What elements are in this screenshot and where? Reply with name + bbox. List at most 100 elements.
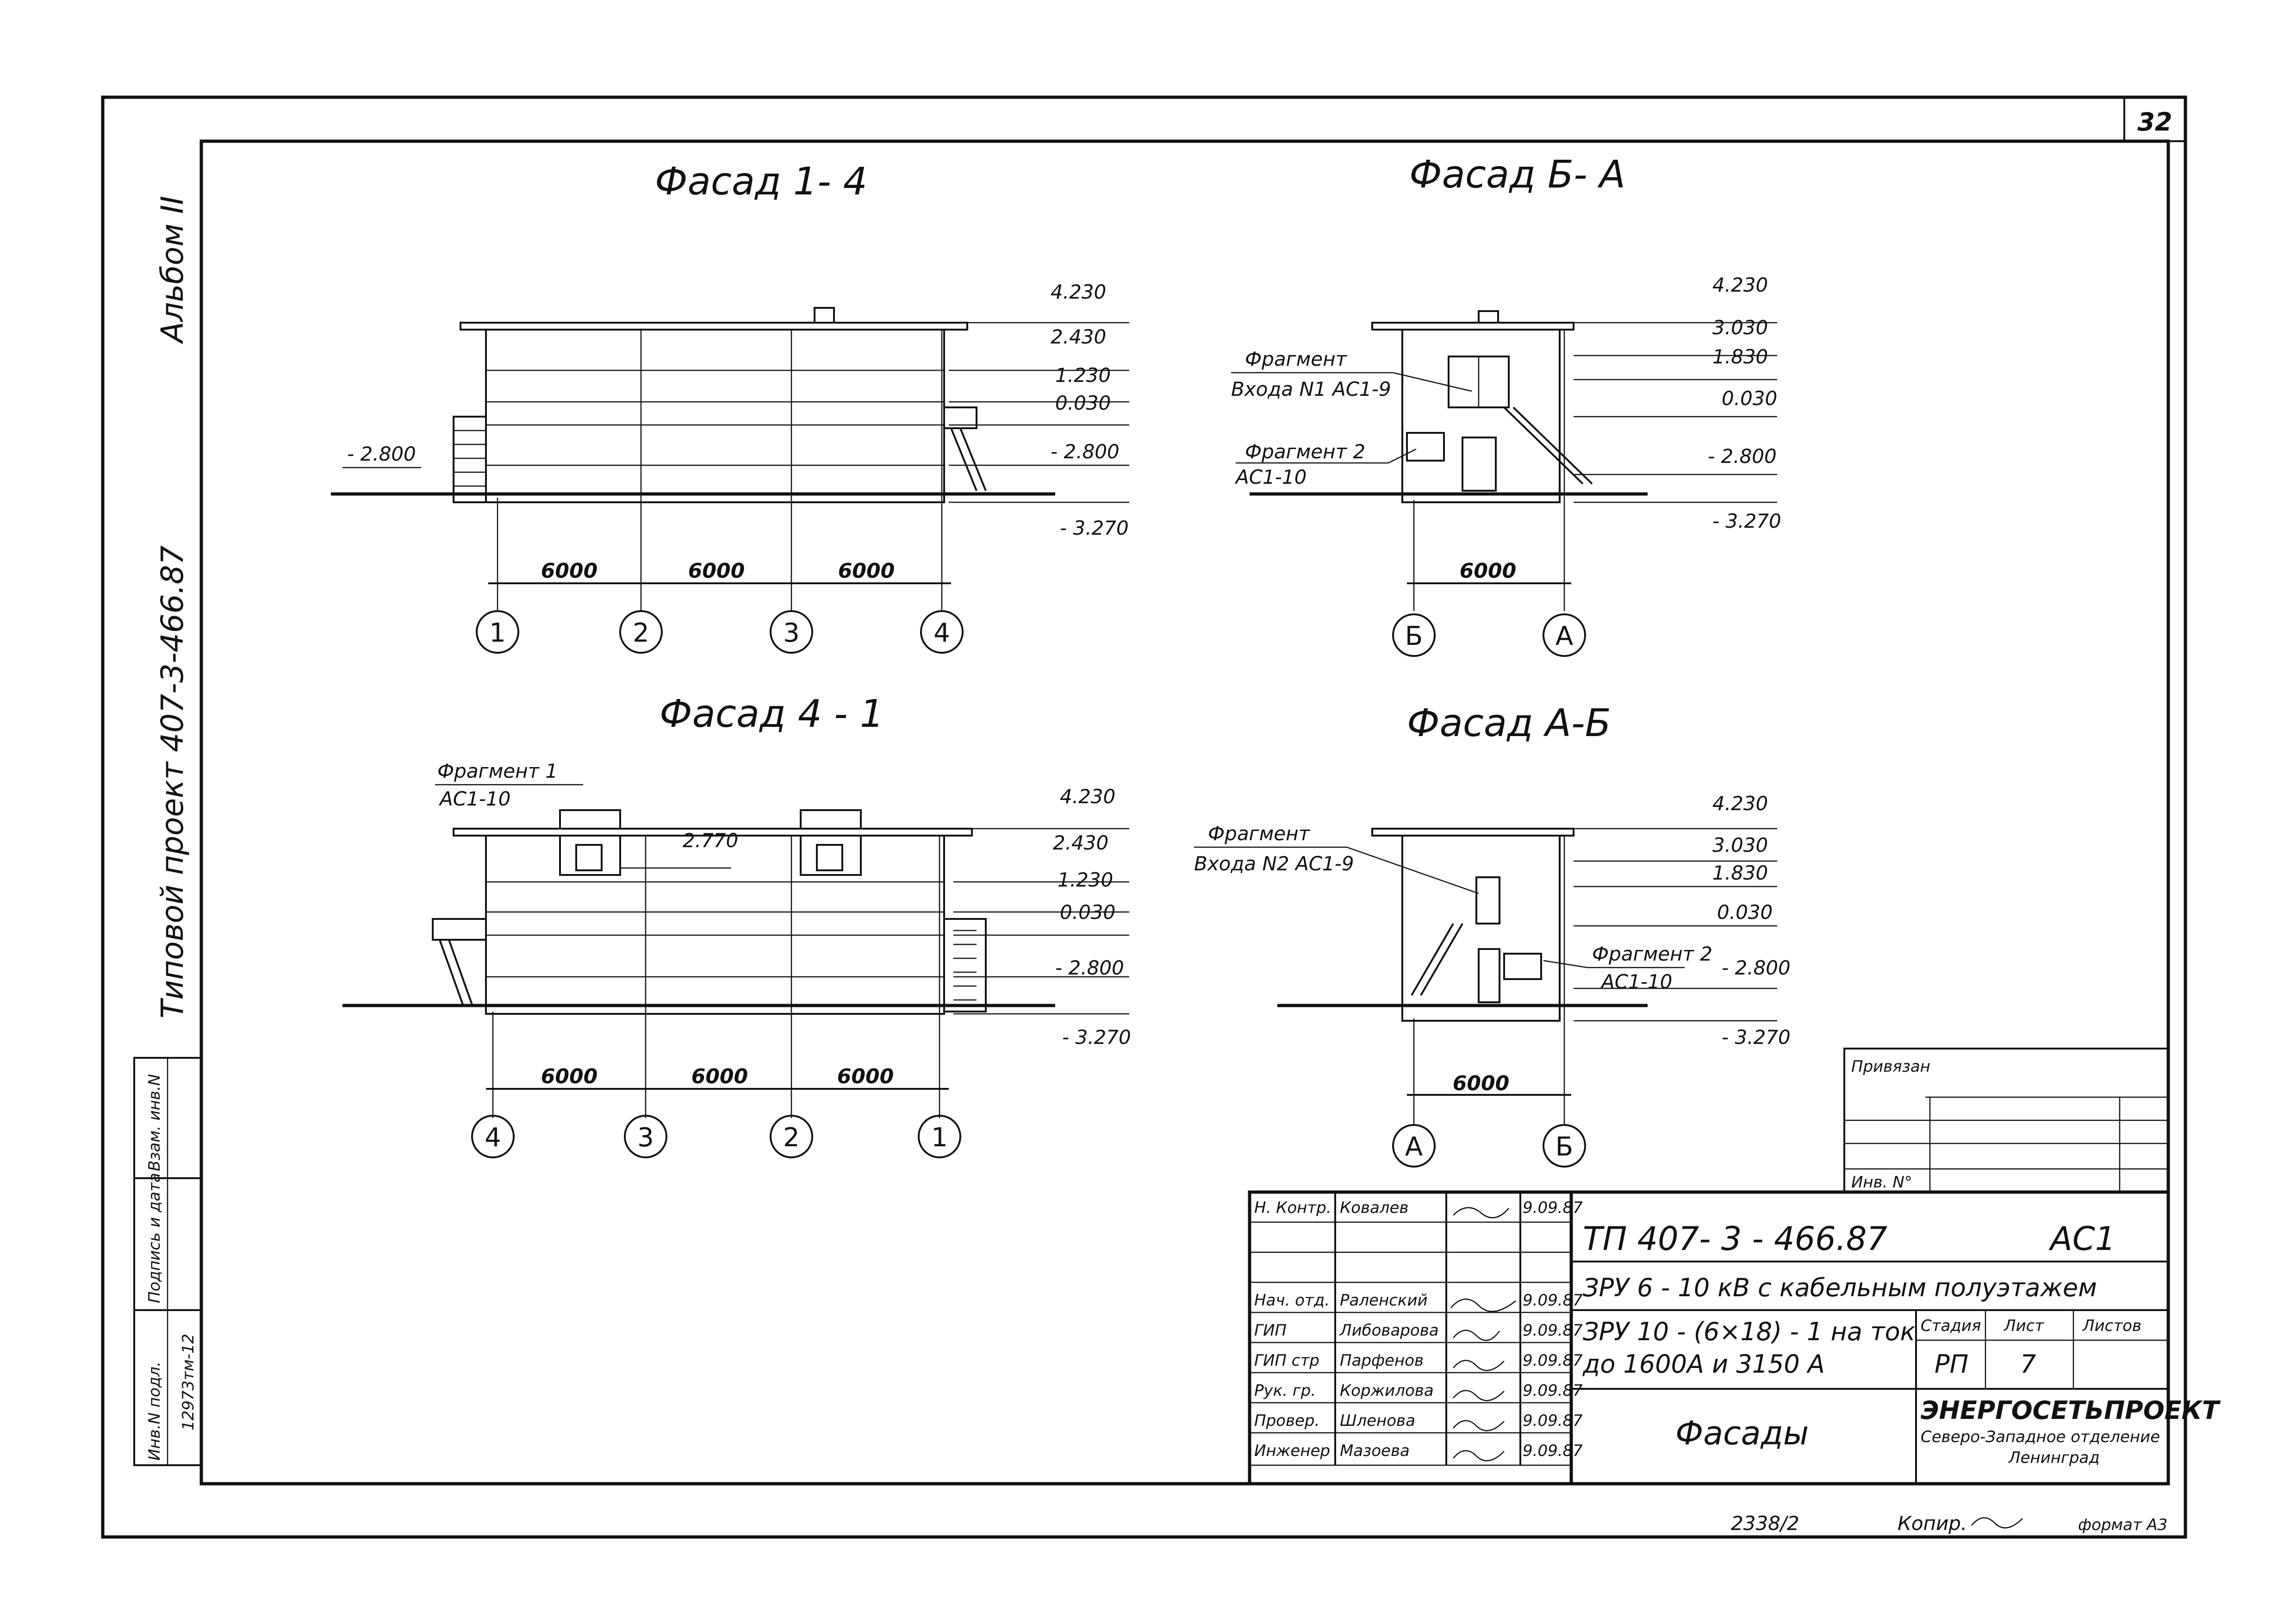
- level-3: 0.030: [1722, 387, 1777, 410]
- level-5: - 3.270: [1712, 510, 1781, 532]
- staff-name: Либоварова: [1339, 1321, 1439, 1340]
- axis-3: 4: [933, 618, 950, 648]
- dim-2: 6000: [838, 559, 895, 583]
- level-1: 2.430: [1053, 831, 1108, 854]
- signature: [1453, 1390, 1505, 1401]
- level-2: 1.830: [1712, 345, 1768, 368]
- level-1: 3.030: [1712, 316, 1768, 339]
- album-label: Альбом II: [155, 196, 190, 344]
- doc-code: ТП 407- 3 - 466.87: [1583, 1220, 1887, 1258]
- signature: [1453, 1207, 1509, 1218]
- fragment-1-line2: АС1-10: [1600, 970, 1672, 993]
- inv-label-2: Взам. инв.N: [145, 1074, 164, 1171]
- level-1: 3.030: [1712, 834, 1768, 856]
- axis-2: 2: [783, 1123, 800, 1153]
- fragment-0-line2: Входа N1 АС1-9: [1231, 378, 1391, 400]
- staff-role: Н. Контр.: [1254, 1199, 1332, 1217]
- level-2: 1.830: [1712, 862, 1768, 884]
- fragment-0-line2: АС1-10: [438, 787, 510, 810]
- axis-1: Б: [1556, 1132, 1573, 1162]
- axis-3: 1: [931, 1123, 948, 1153]
- left-strip: Альбом II Типовой проект 407-3-466.87 Ин…: [133, 196, 202, 1466]
- staff-name: Раленский: [1340, 1291, 1428, 1310]
- stage-value: РП: [1935, 1349, 1968, 1379]
- level-2: 1.230: [1055, 364, 1111, 387]
- staff-role: Провер.: [1254, 1412, 1319, 1430]
- level-5: - 3.270: [1722, 1026, 1791, 1049]
- staff-date: 9.09.87: [1523, 1291, 1583, 1310]
- facade-1-4: Фасад 1- 4 6000 6000 6000 1 2 3: [331, 160, 1129, 654]
- staff-name: Шленова: [1340, 1412, 1415, 1430]
- view-title: Фасад 1- 4: [655, 160, 867, 204]
- staff-row-3: Нач. отд. Раленский 9.09.87: [1254, 1291, 1583, 1312]
- signature: [1453, 1420, 1505, 1431]
- inv-label-0: Инв.N подл.: [145, 1362, 164, 1461]
- level-1: 2.430: [1051, 325, 1106, 348]
- staff-role: Рук. гр.: [1254, 1381, 1316, 1400]
- axis-0: Б: [1405, 621, 1423, 651]
- level-0: 4.230: [1712, 792, 1768, 815]
- level-0: 4.230: [1060, 785, 1115, 808]
- view-title: Фасад А-Б: [1407, 701, 1611, 745]
- title-block: Н. Контр. Ковалев 9.09.87 Нач. отд. Рале…: [1248, 1190, 2221, 1486]
- level-4: - 2.800: [1722, 956, 1791, 979]
- footer: 2338/2 Копир. формат А3: [1731, 1512, 2167, 1535]
- level-2: 1.230: [1058, 868, 1113, 891]
- fragment-1-line1: Фрагмент 2: [1245, 440, 1365, 463]
- staff-name: Мазоева: [1340, 1442, 1410, 1460]
- staff-name: Коржилова: [1340, 1381, 1434, 1400]
- staff-row-5: ГИП стр Парфенов 9.09.87: [1254, 1351, 1583, 1371]
- staff-name: Ковалев: [1340, 1199, 1409, 1217]
- org-name: ЭНЕРГОСЕТЬПРОЕКТ: [1921, 1396, 2221, 1425]
- inv-value: 12973тм-12: [179, 1334, 198, 1430]
- facade-a-b: Фасад А-Б 6000 А Б 4.230 3.030 1.830 0.0…: [1194, 701, 1791, 1168]
- binding-title: Привязан: [1851, 1057, 1930, 1076]
- staff-row-0: Н. Контр. Ковалев 9.09.87: [1254, 1199, 1583, 1218]
- staff-role: ГИП стр: [1254, 1351, 1319, 1370]
- staff-date: 9.09.87: [1523, 1381, 1583, 1400]
- sheet-title: Фасады: [1675, 1414, 1809, 1452]
- subject-line1: ЗРУ 10 - (6×18) - 1 на ток: [1583, 1317, 1916, 1346]
- staff-row-8: Инженер Мазоева 9.09.87: [1254, 1442, 1583, 1462]
- staff-row-6: Рук. гр. Коржилова 9.09.87: [1254, 1381, 1583, 1401]
- facade-b-a: Фасад Б- А 6000 Б А 4.230 3.030 1.830 0.…: [1231, 153, 1781, 657]
- staff-date: 9.09.87: [1523, 1351, 1583, 1370]
- staff-row-7: Провер. Шленова 9.09.87: [1254, 1412, 1583, 1431]
- fragment-1-line1: Фрагмент 2: [1592, 943, 1712, 965]
- dim-2: 6000: [837, 1065, 894, 1088]
- level-4: - 2.800: [1055, 956, 1124, 979]
- staff-date: 9.09.87: [1523, 1321, 1583, 1340]
- fragment-1-line2: АС1-10: [1234, 466, 1307, 488]
- sheet-label: Лист: [2003, 1317, 2044, 1335]
- axis-1: 3: [637, 1123, 654, 1153]
- view-title: Фасад 4 - 1: [660, 692, 884, 736]
- object-name: ЗРУ 6 - 10 кВ с кабельным полуэтажем: [1583, 1273, 2097, 1302]
- staff-row-4: ГИП Либоварова 9.09.87: [1254, 1321, 1583, 1341]
- dim-0: 6000: [541, 1065, 597, 1088]
- level-3: 0.030: [1055, 392, 1111, 414]
- fragment-0-line1: Фрагмент: [1245, 348, 1348, 370]
- staff-role: ГИП: [1254, 1321, 1287, 1340]
- staff-role: Нач. отд.: [1254, 1291, 1330, 1310]
- sheet-number: 32: [2137, 107, 2172, 137]
- signature: [1453, 1450, 1505, 1462]
- facade-4-1: Фасад 4 - 1 6000 6000 6000 4 3: [342, 692, 1131, 1158]
- fragment-0-line1: Фрагмент 1: [437, 760, 558, 782]
- level-0: 4.230: [1051, 281, 1106, 303]
- copier-signature: [1971, 1517, 2023, 1529]
- stage-label: Стадия: [1921, 1317, 1981, 1335]
- subject-line2: до 1600А и 3150 А: [1582, 1349, 1825, 1379]
- sheet-value: 7: [2020, 1349, 2036, 1379]
- binding-box: Привязан Инв. N°: [1843, 1048, 2169, 1193]
- fragment-0-line2: Входа N2 АС1-9: [1194, 852, 1354, 875]
- fragment-0-line1: Фрагмент: [1208, 822, 1311, 845]
- axis-2: 3: [783, 618, 800, 648]
- level-5: - 3.270: [1060, 517, 1129, 539]
- signature: [1453, 1360, 1505, 1371]
- dim-1: 6000: [691, 1065, 748, 1088]
- project-label: Типовой проект 407-3-466.87: [155, 545, 190, 1018]
- staff-date: 9.09.87: [1523, 1442, 1583, 1460]
- footer-format: формат А3: [2078, 1516, 2167, 1534]
- org-branch: Северо-Западное отделение: [1921, 1428, 2160, 1446]
